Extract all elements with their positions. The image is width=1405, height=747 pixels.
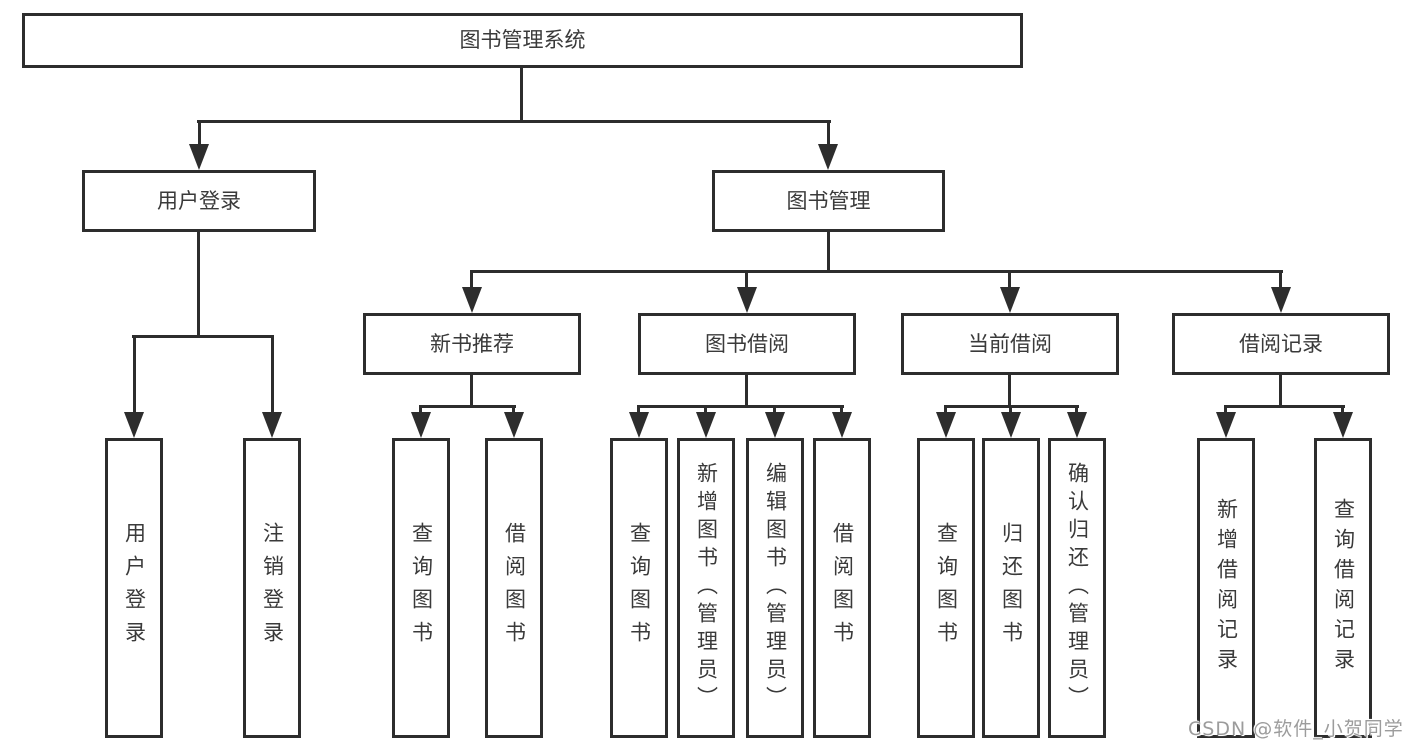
node-book-management-label: 图书管理 xyxy=(786,188,871,213)
arrow-down-icon xyxy=(124,412,144,438)
connector-line xyxy=(827,232,830,273)
connector-line xyxy=(470,270,1283,273)
leaf-current-return-book: 归还图书 xyxy=(982,438,1040,738)
connector-line xyxy=(1279,375,1282,408)
node-new-book-recommend: 新书推荐 xyxy=(363,313,581,375)
connector-line xyxy=(197,120,831,123)
node-current-borrow: 当前借阅 xyxy=(901,313,1119,375)
connector-line xyxy=(1341,405,1344,414)
connector-line xyxy=(1075,405,1078,414)
connector-line xyxy=(419,405,516,408)
leaf-borrow-borrow-book-label: 借阅图书 xyxy=(830,522,855,654)
connector-line xyxy=(773,405,776,414)
leaf-recommend-query-book-label: 查询图书 xyxy=(409,522,434,654)
connector-line xyxy=(470,375,473,408)
leaf-records-add-record: 新增借阅记录 xyxy=(1197,438,1255,738)
leaf-records-query-record-label: 查询借阅记录 xyxy=(1331,498,1356,678)
node-root: 图书管理系统 xyxy=(22,13,1023,68)
leaf-current-confirm-return-admin: 确认归还（管理员） xyxy=(1048,438,1106,738)
arrow-down-icon xyxy=(696,412,716,438)
node-user-login-label: 用户登录 xyxy=(157,188,241,213)
arrow-down-icon xyxy=(1001,412,1021,438)
arrow-down-icon xyxy=(818,144,838,170)
connector-line xyxy=(197,232,200,338)
connector-line xyxy=(470,270,473,288)
connector-line xyxy=(1279,270,1282,288)
leaf-records-add-record-label: 新增借阅记录 xyxy=(1214,498,1239,678)
leaf-user-login: 用户登录 xyxy=(105,438,163,738)
arrow-down-icon xyxy=(189,144,209,170)
leaf-current-confirm-return-admin-label: 确认归还（管理员） xyxy=(1065,462,1090,714)
node-borrow-records: 借阅记录 xyxy=(1172,313,1390,375)
connector-line xyxy=(198,120,201,146)
node-new-book-recommend-label: 新书推荐 xyxy=(430,331,514,356)
arrow-down-icon xyxy=(1333,412,1353,438)
connector-line xyxy=(944,405,947,414)
leaf-user-login-label: 用户登录 xyxy=(122,522,147,654)
connector-line xyxy=(271,335,274,413)
leaf-recommend-borrow-book-label: 借阅图书 xyxy=(502,522,527,654)
connector-line xyxy=(840,405,843,414)
connector-line xyxy=(637,405,844,408)
connector-line xyxy=(133,335,136,413)
leaf-borrow-edit-book-admin: 编辑图书（管理员） xyxy=(746,438,804,738)
connector-line xyxy=(1224,405,1345,408)
arrow-down-icon xyxy=(936,412,956,438)
connector-line xyxy=(745,270,748,288)
connector-line xyxy=(1224,405,1227,414)
csdn-watermark: CSDN @软件_小贺同学 xyxy=(1188,718,1404,740)
arrow-down-icon xyxy=(629,412,649,438)
connector-line xyxy=(827,120,830,146)
node-book-borrow: 图书借阅 xyxy=(638,313,856,375)
node-user-login: 用户登录 xyxy=(82,170,316,232)
connector-line xyxy=(512,405,515,414)
leaf-records-query-record: 查询借阅记录 xyxy=(1314,438,1372,738)
leaf-logout-label: 注销登录 xyxy=(260,522,285,654)
leaf-recommend-borrow-book: 借阅图书 xyxy=(485,438,543,738)
leaf-recommend-query-book: 查询图书 xyxy=(392,438,450,738)
arrow-down-icon xyxy=(504,412,524,438)
connector-line xyxy=(419,405,422,414)
arrow-down-icon xyxy=(411,412,431,438)
leaf-current-query-book: 查询图书 xyxy=(917,438,975,738)
node-book-borrow-label: 图书借阅 xyxy=(705,331,789,356)
leaf-borrow-add-book-admin-label: 新增图书（管理员） xyxy=(694,462,719,714)
leaf-borrow-add-book-admin: 新增图书（管理员） xyxy=(677,438,735,738)
connector-line xyxy=(520,68,523,123)
connector-line xyxy=(1009,405,1012,414)
leaf-borrow-borrow-book: 借阅图书 xyxy=(813,438,871,738)
node-borrow-records-label: 借阅记录 xyxy=(1239,331,1323,356)
leaf-borrow-edit-book-admin-label: 编辑图书（管理员） xyxy=(763,462,788,714)
connector-line xyxy=(1008,270,1011,288)
node-current-borrow-label: 当前借阅 xyxy=(968,331,1052,356)
arrow-down-icon xyxy=(765,412,785,438)
arrow-down-icon xyxy=(462,287,482,313)
connector-line xyxy=(745,375,748,408)
node-root-label: 图书管理系统 xyxy=(459,28,586,52)
node-book-management: 图书管理 xyxy=(712,170,945,232)
connector-line xyxy=(704,405,707,414)
arrow-down-icon xyxy=(737,287,757,313)
arrow-down-icon xyxy=(1067,412,1087,438)
arrow-down-icon xyxy=(832,412,852,438)
leaf-logout: 注销登录 xyxy=(243,438,301,738)
connector-line xyxy=(1008,375,1011,408)
connector-line xyxy=(132,335,274,338)
arrow-down-icon xyxy=(1271,287,1291,313)
connector-line xyxy=(637,405,640,414)
arrow-down-icon xyxy=(1000,287,1020,313)
leaf-current-return-book-label: 归还图书 xyxy=(999,522,1024,654)
arrow-down-icon xyxy=(1216,412,1236,438)
leaf-borrow-query-book: 查询图书 xyxy=(610,438,668,738)
arrow-down-icon xyxy=(262,412,282,438)
leaf-borrow-query-book-label: 查询图书 xyxy=(627,522,652,654)
leaf-current-query-book-label: 查询图书 xyxy=(934,522,959,654)
